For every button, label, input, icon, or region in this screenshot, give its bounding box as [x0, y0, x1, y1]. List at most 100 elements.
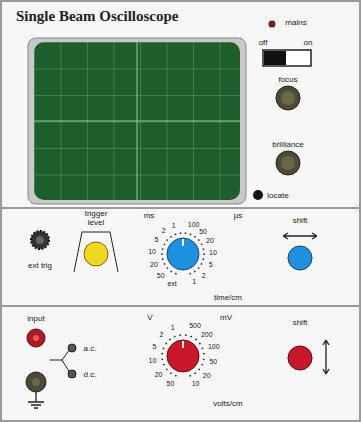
panel-divider [1, 207, 360, 209]
dial-number: 10 [148, 248, 156, 256]
control-label: focus [278, 75, 297, 84]
dial-dot [179, 334, 181, 336]
dial-number: 2 [162, 227, 166, 235]
vertical-arrow [323, 340, 329, 374]
screen [34, 42, 240, 200]
dial-dot [163, 347, 165, 349]
locate-button [253, 190, 263, 200]
knob-cap [281, 91, 295, 105]
trigger-knob [84, 242, 108, 266]
earth-symbol [28, 392, 44, 408]
dial-dot [166, 239, 168, 241]
dial-dot [202, 347, 204, 349]
control-label: time/cm [214, 293, 242, 302]
dial-dot [167, 267, 169, 269]
dial-dot [189, 273, 191, 275]
x-shift-knob [288, 246, 312, 270]
dial-dot [201, 263, 203, 265]
dial-dot [199, 343, 201, 345]
timebase-knob [167, 238, 199, 270]
dial-dot [161, 253, 163, 255]
dial-dot [201, 364, 203, 366]
dial-dot [165, 343, 167, 345]
dial-number: 1 [172, 222, 176, 230]
switch-label: a.c. [84, 344, 97, 353]
dial-number: 5 [209, 261, 213, 269]
dial-number: 5 [153, 343, 157, 351]
focus-knob [276, 86, 300, 110]
dial-dot [201, 243, 203, 245]
dial-number: 20 [150, 261, 158, 269]
dial-number: 50 [199, 228, 207, 236]
dial-number: 50 [166, 380, 174, 388]
dial-number: 1 [192, 278, 196, 286]
control-label: volts/cm [213, 399, 242, 408]
unit-label: µs [234, 211, 243, 220]
panel-title: Single Beam Oscilloscope [16, 8, 179, 25]
dial-dot [166, 369, 168, 371]
dial-dot [170, 372, 172, 374]
dial-dot [175, 273, 177, 275]
earth-terminal [26, 372, 46, 392]
switch-label: on [304, 38, 313, 47]
dial-dot [161, 353, 163, 355]
knob-cap [281, 156, 295, 170]
dial-number: 100 [208, 343, 220, 351]
socket-hole [36, 236, 44, 244]
dial-dot [194, 271, 196, 273]
control-label: brilliance [272, 140, 304, 149]
dial-dot [203, 358, 205, 360]
dial-dots [161, 232, 205, 274]
dial-number: 200 [201, 331, 213, 339]
dial-number: 5 [155, 236, 159, 244]
dial-number: 1 [171, 324, 175, 332]
dial-number: ext [167, 280, 176, 288]
dial-number: 20 [203, 372, 211, 380]
control-label: shift [293, 216, 308, 225]
dial-dot [198, 369, 200, 371]
switch-label: d.c. [84, 370, 97, 379]
input-terminal [27, 329, 45, 347]
dial-dot [164, 263, 166, 265]
unit-label: ms [144, 211, 155, 220]
dial-number: 20 [206, 237, 214, 245]
dial-dot [174, 336, 176, 338]
screen-axis [34, 121, 240, 122]
dial-dot [202, 258, 204, 260]
mains-lamp [269, 21, 276, 28]
unit-label: mV [220, 313, 232, 322]
dial-number: 2 [202, 272, 206, 280]
dial-dot [194, 372, 196, 374]
dial-dot [203, 253, 205, 255]
dial-dot [161, 358, 163, 360]
switch-label: off [259, 38, 268, 47]
mains-switch [263, 50, 311, 66]
knob-pointer [182, 239, 184, 246]
knob-pointer [182, 341, 184, 348]
control-label: shift [293, 318, 308, 327]
control-label: ext trig [27, 261, 53, 270]
control-label: mains [285, 18, 306, 27]
dial-dot [190, 336, 192, 338]
dial-dot [169, 339, 171, 341]
horizontal-arrow [283, 233, 317, 239]
dial-dot [164, 243, 166, 245]
dial-dot [162, 248, 164, 250]
trigger-outline [74, 232, 118, 272]
ac-contact [68, 344, 76, 352]
control-label: input [27, 314, 44, 323]
dial-dot [203, 353, 205, 355]
screen-grid [34, 42, 240, 200]
dial-number: 10 [192, 380, 200, 388]
switch-rocker [264, 51, 286, 65]
dial-dot [195, 339, 197, 341]
dial-dot [189, 375, 191, 377]
dial-dot [170, 236, 172, 238]
dc-contact [68, 370, 76, 378]
dial-dot [170, 271, 172, 273]
dial-dot [194, 236, 196, 238]
dial-dot [163, 364, 165, 366]
terminal-hole [32, 378, 40, 386]
panel-divider [1, 305, 360, 307]
